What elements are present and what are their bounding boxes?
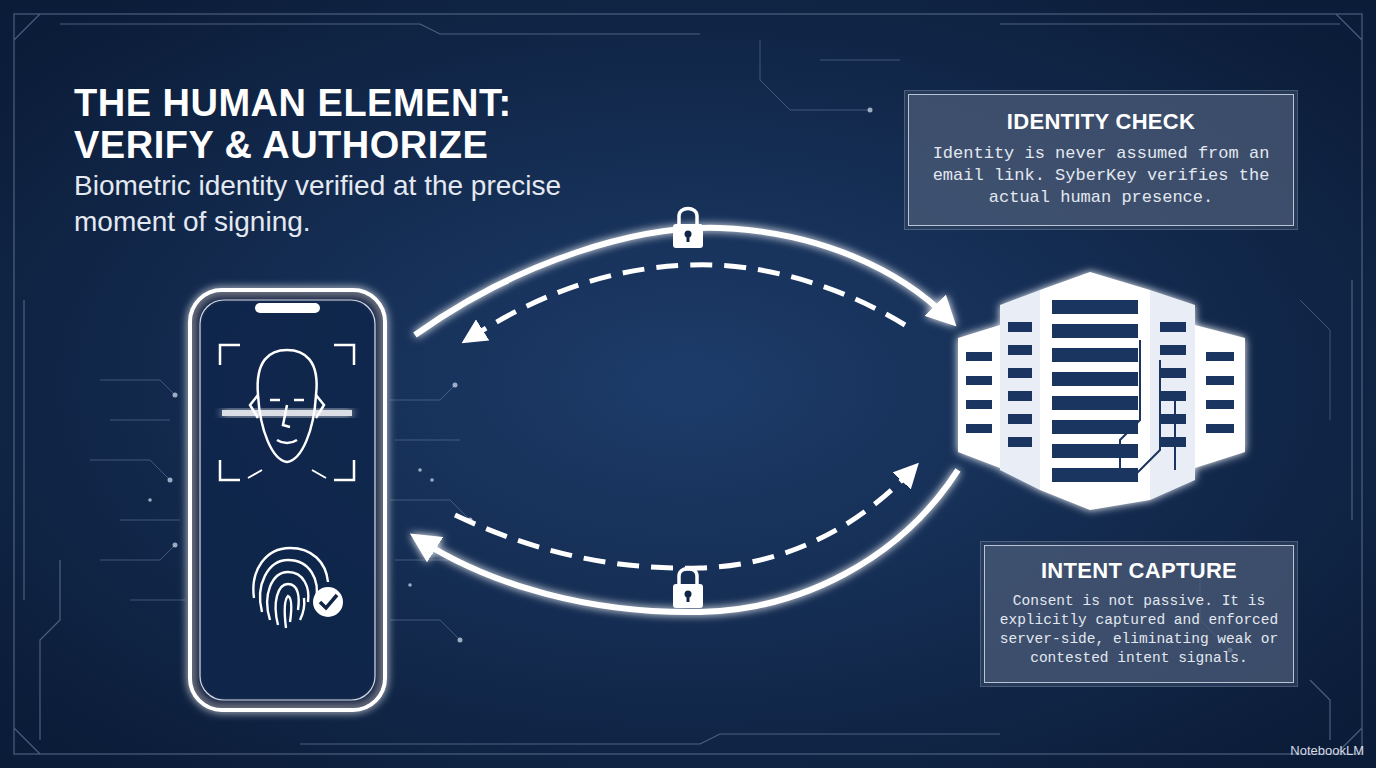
check-mark <box>320 595 337 608</box>
page-title: THE HUMAN ELEMENT: VERIFY & AUTHORIZE <box>74 82 544 166</box>
server-slots <box>966 300 1234 482</box>
rack-slot <box>1052 468 1138 482</box>
rack-slot <box>1008 368 1032 378</box>
subtitle: Biometric identity verified at the preci… <box>74 168 564 240</box>
rack-slot <box>1052 420 1138 434</box>
panel-body: Identity is never assumed from an email … <box>927 143 1275 209</box>
info-panel: IDENTITY CHECK Identity is never assumed … <box>908 94 1294 226</box>
rack-slot <box>1160 437 1186 447</box>
exchange-arrows <box>415 228 958 612</box>
rack-slot <box>966 424 992 433</box>
server-traces <box>1120 340 1175 480</box>
panel-heading: IDENTITY CHECK <box>927 109 1275 135</box>
rack-slot <box>966 400 992 409</box>
panel-heading: INTENT CAPTURE <box>995 558 1283 584</box>
rack-slot <box>1206 400 1234 409</box>
rack-slot <box>1008 414 1032 424</box>
rack-slot <box>1052 300 1138 314</box>
rack-slot <box>1160 414 1186 424</box>
rack-slot <box>1206 424 1234 433</box>
rack-slot <box>966 376 992 385</box>
rack-slot <box>1008 391 1032 401</box>
info-panel: INTENT CAPTURE Consent is not passive. It… <box>984 545 1294 682</box>
rack-slot <box>1206 352 1234 361</box>
rack-slot <box>1160 391 1186 401</box>
frame-lines <box>14 14 1362 754</box>
check-badge <box>313 587 343 617</box>
rack-slot <box>1160 345 1186 355</box>
watermark: NotebookLM <box>1290 743 1364 758</box>
rack-slot <box>1008 345 1032 355</box>
scan-line <box>222 410 352 416</box>
lock-icon <box>673 209 703 249</box>
rack-slot <box>1052 444 1138 458</box>
rack-slot <box>1160 322 1186 332</box>
fingerprint-icon <box>253 548 328 628</box>
server-illustration <box>958 272 1245 510</box>
rack-slot <box>1008 322 1032 332</box>
rack-slot <box>1160 368 1186 378</box>
rack-slot <box>1206 376 1234 385</box>
rack-slot <box>1052 324 1138 338</box>
rack-slot <box>1008 437 1032 447</box>
rack-slot <box>1052 396 1138 410</box>
lock-icon <box>673 569 703 609</box>
phone-illustration <box>190 290 385 710</box>
face-scan-brackets <box>220 345 354 480</box>
rack-slot <box>1052 372 1138 386</box>
rack-slot <box>966 352 992 361</box>
panel-body: Consent is not passive. It is explicitly… <box>995 592 1283 667</box>
rack-slot <box>1052 348 1138 362</box>
